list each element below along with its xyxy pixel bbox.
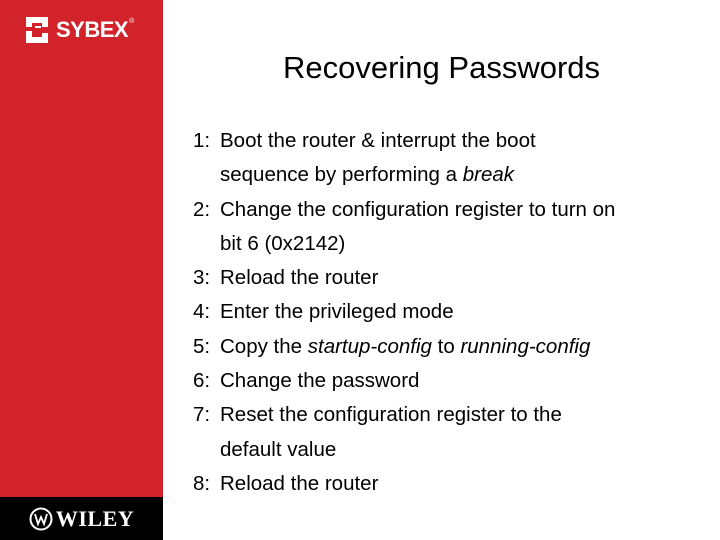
step-number: 2: <box>193 197 211 221</box>
step-text: Enter the privileged mode <box>220 295 703 329</box>
step-item: 7: Reset the configuration register to t… <box>193 398 703 467</box>
step-text-part: Reset the configuration register to the <box>220 403 562 427</box>
sybex-mark-icon <box>26 17 48 43</box>
sidebar: SYBEX ® WILEY <box>0 0 163 540</box>
step-item: 6: Change the password <box>193 364 703 398</box>
step-text-part: Change the password <box>220 369 420 393</box>
wiley-emblem-icon <box>29 507 53 530</box>
step-text-emphasis: startup-config <box>307 334 432 358</box>
slide-title: Recovering Passwords <box>282 50 601 85</box>
step-item: 2: Change the configuration register to … <box>193 193 703 262</box>
step-text-part: Change the configuration register to tur… <box>220 197 616 221</box>
step-text-part: bit 6 (0x2142) <box>220 231 346 255</box>
step-number: 5: <box>193 334 211 358</box>
sybex-logo-text: SYBEX <box>56 17 129 42</box>
step-number: 4: <box>193 300 211 324</box>
step-item: 1: Boot the router & interrupt the boot … <box>193 124 703 193</box>
step-number: 7: <box>193 403 211 427</box>
step-text-part: Copy the <box>220 334 308 358</box>
sybex-logo: SYBEX ® <box>22 12 142 48</box>
step-text: Reload the router <box>220 467 703 501</box>
step-item: 8: Reload the router <box>193 467 703 501</box>
step-text: Boot the router & interrupt the boot seq… <box>220 124 703 193</box>
step-number: 8: <box>193 471 211 495</box>
publisher-bar: WILEY <box>0 497 163 540</box>
step-number: 1: <box>193 129 211 152</box>
step-text-part: Enter the privileged mode <box>220 300 454 324</box>
step-item: 4: Enter the privileged mode <box>193 295 703 329</box>
step-text-part: Reload the router <box>220 471 379 495</box>
step-item: 3: Reload the router <box>193 261 703 295</box>
step-number: 3: <box>193 266 211 290</box>
steps-list: 1: Boot the router & interrupt the boot … <box>193 124 703 501</box>
step-text-part: sequence by performing a <box>220 163 463 187</box>
step-text: Copy the startup-config to running-confi… <box>220 330 703 364</box>
step-text-emphasis: break <box>462 163 515 187</box>
step-text: Change the configuration register to tur… <box>220 193 703 262</box>
step-text: Change the password <box>220 364 703 398</box>
step-text-part: Boot the router & interrupt the boot <box>220 129 536 152</box>
trademark-mark: ® <box>129 18 135 25</box>
step-text-part: to <box>431 334 461 358</box>
step-text: Reset the configuration register to the … <box>220 398 703 467</box>
step-item: 5: Copy the startup-config to running-co… <box>193 330 703 364</box>
step-text-part: default value <box>220 437 337 461</box>
step-text-emphasis: running-config <box>460 334 591 358</box>
step-text: Reload the router <box>220 261 703 295</box>
step-number: 6: <box>193 369 211 393</box>
wiley-logo-text: WILEY <box>55 505 135 531</box>
step-text-part: Reload the router <box>220 266 379 290</box>
